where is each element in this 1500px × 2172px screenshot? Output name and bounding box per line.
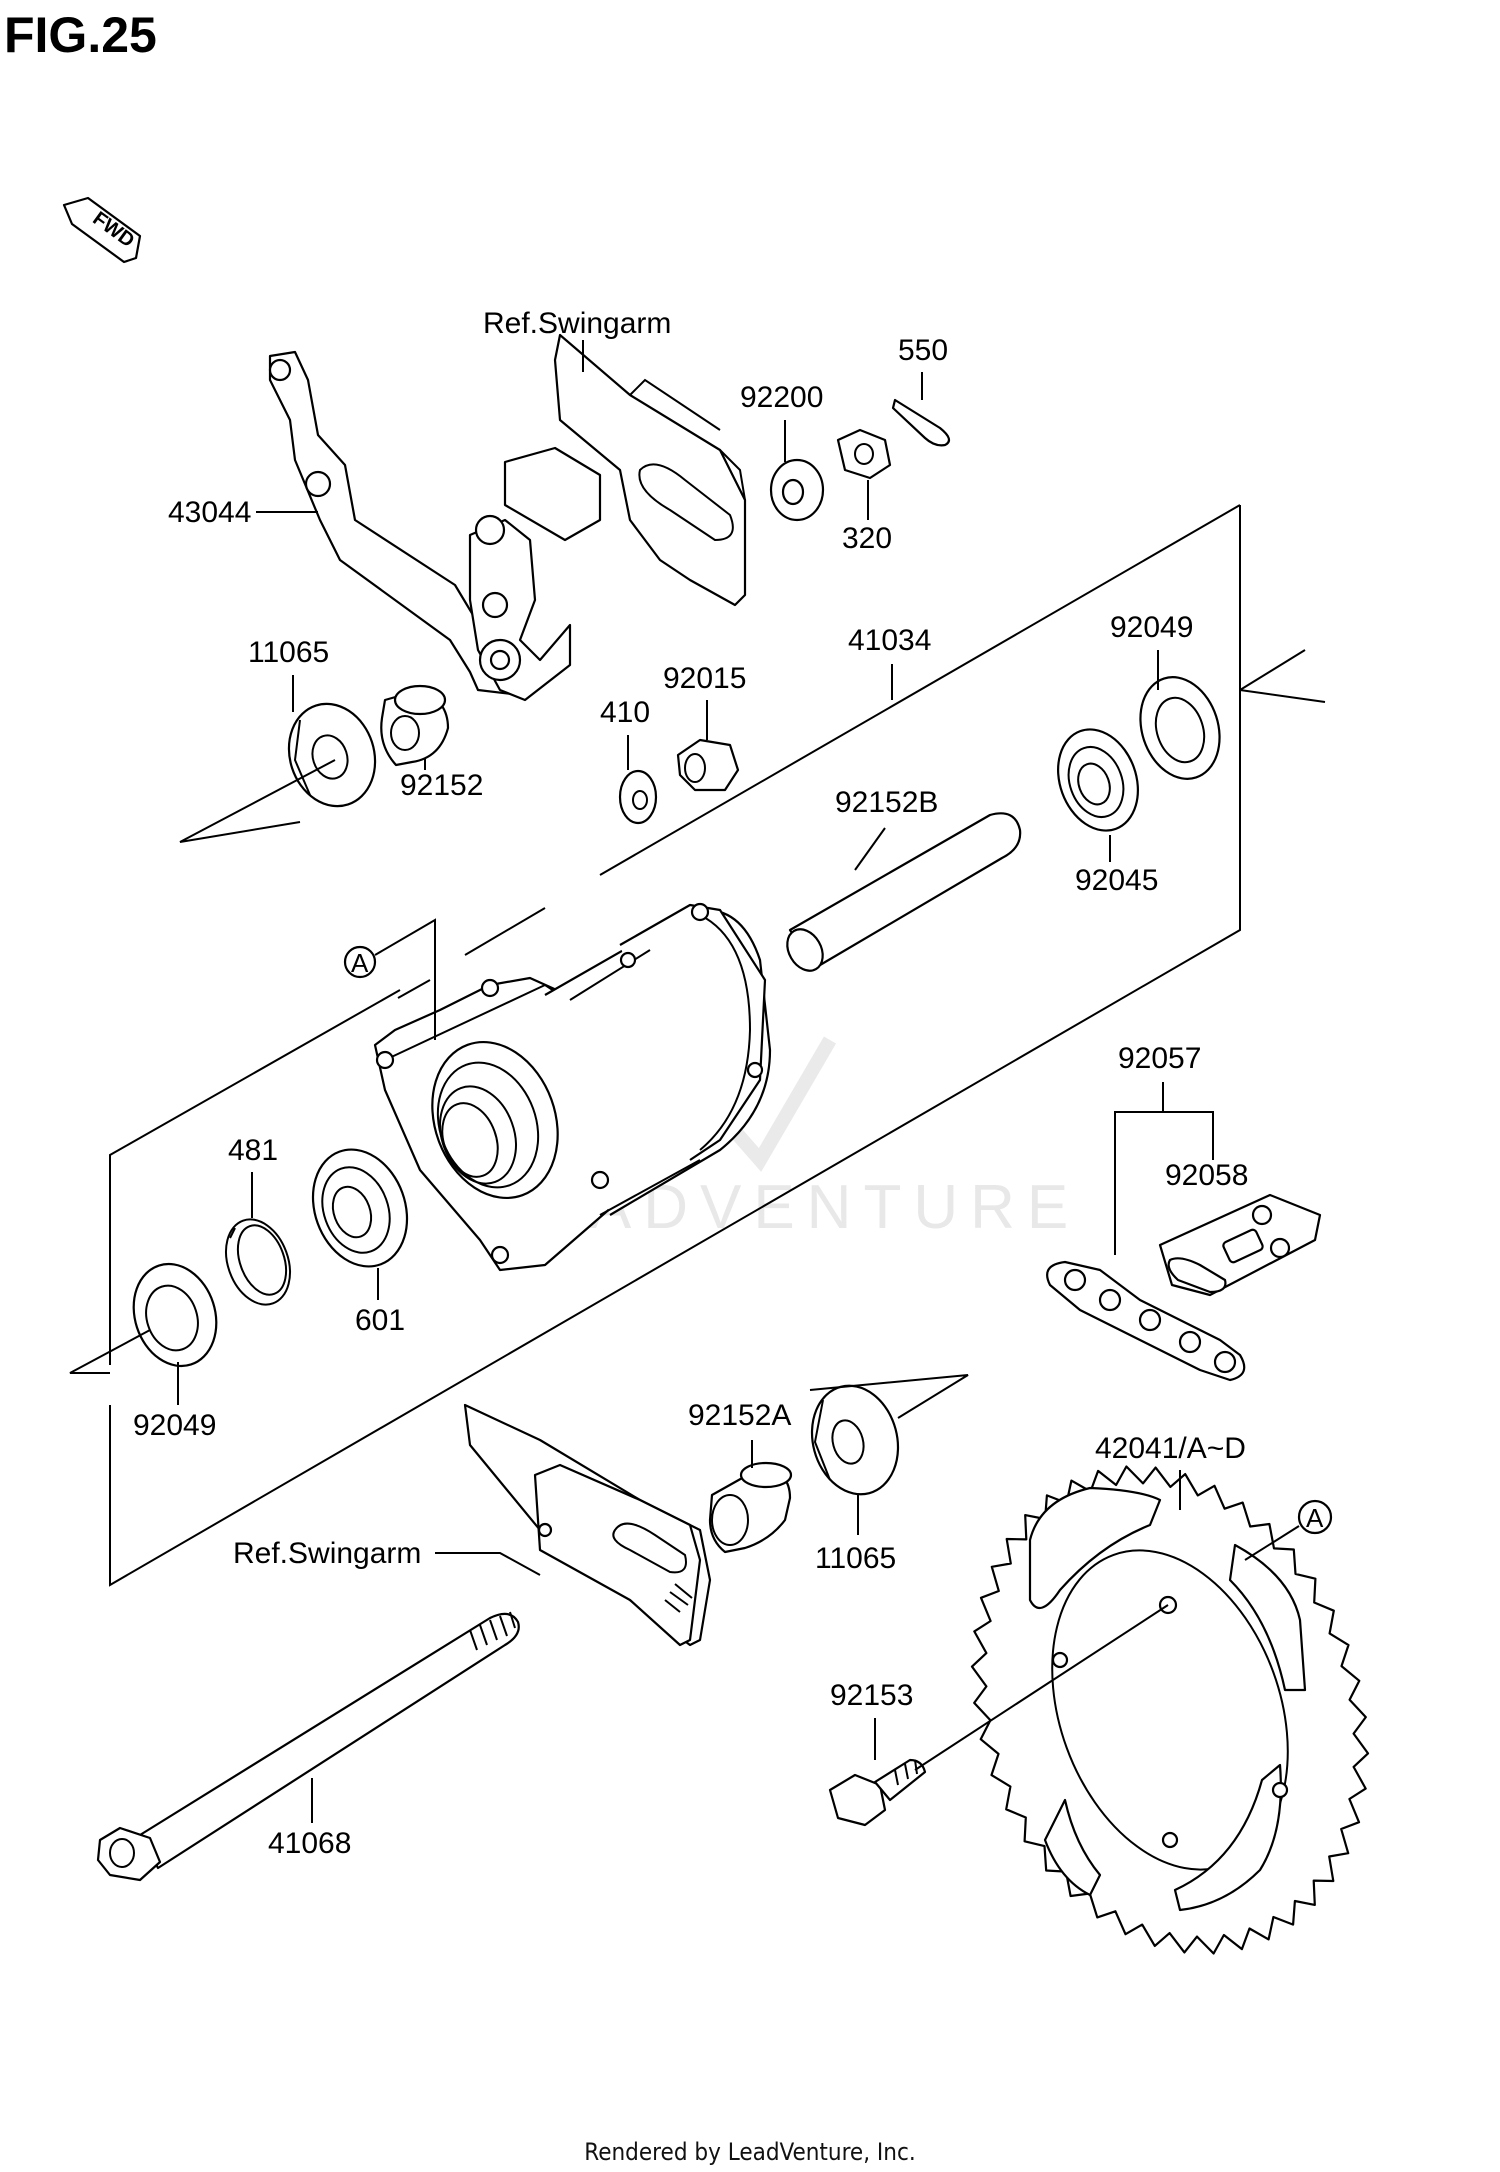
part-550-cotter-pin xyxy=(891,398,951,447)
part-92152a-collar xyxy=(708,1461,793,1554)
label-92058: 92058 xyxy=(1165,1159,1248,1192)
figure-title: FIG.25 xyxy=(4,7,157,63)
label-43044: 43044 xyxy=(168,496,251,529)
label-41068: 41068 xyxy=(268,1827,351,1860)
label-41034: 41034 xyxy=(848,624,931,657)
label-11065-bottom: 11065 xyxy=(815,1542,896,1575)
swingarm-bottom xyxy=(463,1403,712,1647)
label-550: 550 xyxy=(898,334,948,367)
ref-a-left: A xyxy=(343,918,436,1040)
label-92049-top: 92049 xyxy=(1110,611,1193,644)
part-41068-axle xyxy=(96,1611,520,1882)
label-410: 410 xyxy=(600,696,650,729)
part-92200-washer xyxy=(769,458,825,522)
label-ref-swingarm-bottom: Ref.Swingarm xyxy=(233,1537,421,1570)
label-42041: 42041/A~D xyxy=(1095,1432,1246,1465)
footer-credit: Rendered by LeadVenture, Inc. xyxy=(584,2138,916,2166)
label-92057: 92057 xyxy=(1118,1042,1201,1075)
label-92152a: 92152A xyxy=(688,1399,791,1432)
part-92057-chain xyxy=(1046,1260,1246,1382)
label-320: 320 xyxy=(842,522,892,555)
label-92152: 92152 xyxy=(400,769,483,802)
label-92049-bottom: 92049 xyxy=(133,1409,216,1442)
label-92045: 92045 xyxy=(1075,864,1158,897)
hub-assembly-box xyxy=(109,504,1326,1587)
part-92015-nut xyxy=(676,738,740,792)
ref-a-left-label: A xyxy=(351,948,369,978)
label-92200: 92200 xyxy=(740,381,823,414)
part-320-nut xyxy=(836,428,892,480)
part-92049-seal-bottom xyxy=(132,1262,218,1368)
part-11065-seal-bottom xyxy=(810,1384,900,1496)
fwd-arrow-icon: FWD xyxy=(62,196,142,264)
label-601: 601 xyxy=(355,1304,405,1337)
part-601-bearing xyxy=(311,1148,409,1268)
label-481: 481 xyxy=(228,1134,278,1167)
part-92152-collar xyxy=(380,684,450,767)
ref-a-right-label: A xyxy=(1306,1503,1324,1533)
label-92152b: 92152B xyxy=(835,786,938,819)
part-92058-master-link xyxy=(1158,1193,1322,1297)
ref-a-right: A xyxy=(1244,1499,1333,1561)
part-42041-sprocket xyxy=(970,1465,1370,1955)
label-92153: 92153 xyxy=(830,1679,913,1712)
part-11065-seal-top xyxy=(287,702,377,808)
part-41034-hub xyxy=(373,902,772,1272)
part-92153-bolt xyxy=(828,1758,927,1827)
label-11065-top: 11065 xyxy=(248,636,329,669)
part-92045-bearing xyxy=(1057,728,1139,832)
part-92049-seal-top xyxy=(1139,676,1221,780)
part-481-snap-ring xyxy=(225,1218,291,1306)
label-ref-swingarm-top: Ref.Swingarm xyxy=(483,307,671,340)
part-43044-torque-arm xyxy=(268,350,572,702)
part-410-washer xyxy=(618,769,658,825)
label-92015: 92015 xyxy=(663,662,746,695)
swingarm-top xyxy=(503,333,747,607)
part-92152b-spacer xyxy=(786,812,1022,972)
